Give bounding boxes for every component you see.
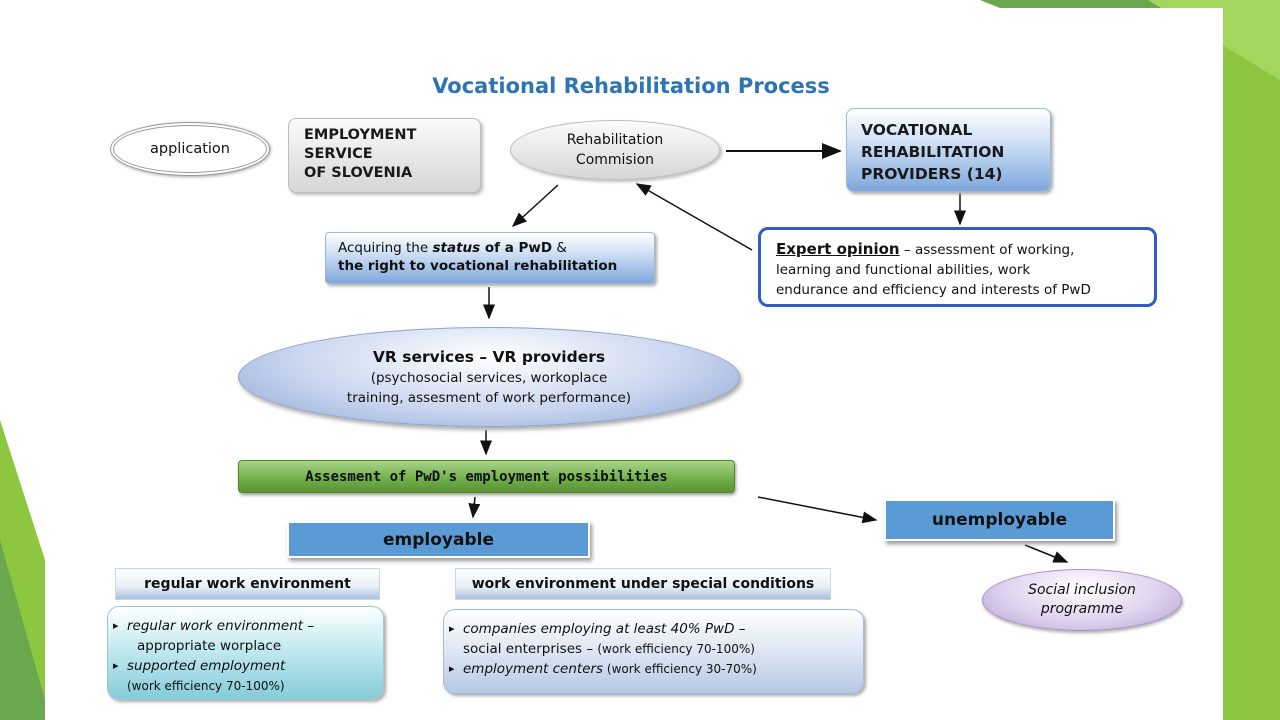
status-word: status xyxy=(432,240,481,256)
arrow-commission-to-status xyxy=(511,184,559,228)
employment-service-line-2: SERVICE xyxy=(304,146,373,162)
employment-service-line-3: OF SLOVENIA xyxy=(304,165,413,181)
status-line-2: the right to vocational rehabilitation xyxy=(338,258,618,274)
social-inclusion-line-1: Social inclusion xyxy=(1028,582,1136,598)
special-item-2-main: employment centers xyxy=(463,661,604,677)
regular-item-2: supported employment (work efficiency 70-… xyxy=(113,656,383,696)
regular-item-1: regular work environment – appropriate wo… xyxy=(113,616,383,656)
status-text-b: of a xyxy=(480,240,519,256)
regular-item-1-line2: appropriate worplace xyxy=(137,638,282,654)
special-item-1-line2: social enterprises – xyxy=(463,641,598,657)
status-line-1: Acquiring the status of a PwD & xyxy=(338,239,654,257)
regular-env-box: regular work environment – appropriate wo… xyxy=(107,606,384,700)
regular-env-tab: regular work environment xyxy=(115,568,380,600)
vr-services-line-2: training, assesment of work performance) xyxy=(346,390,632,406)
expert-opinion-node: Expert opinion – assessment of working, … xyxy=(758,227,1157,307)
special-env-box: companies employing at least 40% PwD – so… xyxy=(443,609,864,694)
special-item-1-main: companies employing at least 40% PwD – xyxy=(463,621,746,637)
special-item-2-note: (work efficiency 30-70%) xyxy=(603,662,757,676)
vr-services-line-1: (psychosocial services, workoplace xyxy=(370,370,608,386)
vr-services-node: VR services – VR providers (psychosocial… xyxy=(238,327,740,427)
regular-item-2-note: (work efficiency 70-100%) xyxy=(127,679,285,693)
providers-line-3: PROVIDERS (14) xyxy=(861,165,1003,183)
assessment-bar: Assesment of PwD's employment possibilit… xyxy=(238,460,735,493)
unemployable-banner: unemployable xyxy=(884,499,1115,541)
expert-heading: Expert opinion xyxy=(776,240,900,258)
providers-line-2: REHABILITATION xyxy=(861,143,1005,161)
status-text-c: & xyxy=(552,240,567,256)
special-item-2: employment centers (work efficiency 30-7… xyxy=(449,659,863,679)
employment-service-node: EMPLOYMENT SERVICE OF SLOVENIA xyxy=(288,118,481,193)
application-node: application xyxy=(110,122,270,176)
social-inclusion-node: Social inclusion programme xyxy=(982,569,1182,631)
commission-line-2: Commision xyxy=(575,152,655,168)
arrow-assessment-to-employable xyxy=(468,496,481,519)
providers-line-1: VOCATIONAL xyxy=(861,121,973,139)
status-pwd: PwD xyxy=(518,240,553,256)
arrow-unemployable-to-social xyxy=(1024,544,1069,563)
special-env-tab: work environment under special condition… xyxy=(455,568,831,600)
status-node: Acquiring the status of a PwD & the righ… xyxy=(325,232,655,284)
regular-item-2-main: supported employment xyxy=(127,658,286,674)
vr-services-heading: VR services – VR providers xyxy=(372,348,606,366)
special-item-1-note: (work efficiency 70-100%) xyxy=(597,642,755,656)
social-inclusion-line-2: programme xyxy=(1040,601,1124,617)
expert-line-3: endurance and efficiency and interests o… xyxy=(776,282,1091,298)
vr-providers-node: VOCATIONAL REHABILITATION PROVIDERS (14) xyxy=(846,108,1051,192)
arrow-assessment-to-unemployable xyxy=(757,496,878,524)
commission-line-1: Rehabilitation xyxy=(566,132,664,148)
diagram-title: Vocational Rehabilitation Process xyxy=(432,74,830,98)
regular-item-1-main: regular work environment – xyxy=(127,618,315,634)
status-text-a: Acquiring the xyxy=(338,240,433,256)
expert-text-1: – assessment of working, xyxy=(899,242,1075,258)
employable-banner: employable xyxy=(287,521,590,558)
expert-line-1: Expert opinion – assessment of working, xyxy=(776,239,1154,260)
employment-service-line-1: EMPLOYMENT xyxy=(304,127,417,143)
rehabilitation-commission-node: Rehabilitation Commision xyxy=(510,120,720,180)
expert-line-2: learning and functional abilities, work xyxy=(776,262,1031,278)
arrow-expert-to-commission xyxy=(635,183,753,251)
special-item-1: companies employing at least 40% PwD – so… xyxy=(449,619,863,659)
